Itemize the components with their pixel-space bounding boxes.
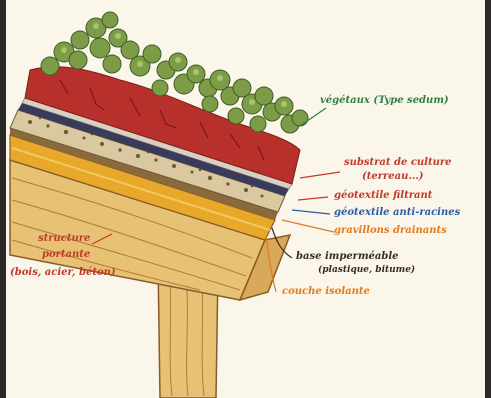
arrow-substrat <box>300 172 340 178</box>
label-geotextile-anti-racines: géotextile anti-racines <box>334 208 460 218</box>
label-gravillons: gravillons drainants <box>334 226 447 236</box>
label-structure-line3: (bois, acier, béton) <box>10 268 116 278</box>
arrow-anti-racines <box>292 210 330 214</box>
label-vegetaux: végétaux (Type sedum) <box>320 96 449 106</box>
left-border <box>0 0 6 398</box>
label-couche-isolante: couche isolante <box>282 287 370 297</box>
label-base-line1: base imperméable <box>296 252 399 262</box>
label-base-line2: (plastique, bitume) <box>318 266 415 275</box>
arrow-gravillons <box>282 220 334 232</box>
label-substrat-line1: substrat de culture <box>344 158 452 168</box>
label-geotextile-filtrant: géotextile filtrant <box>334 191 432 201</box>
right-border <box>485 0 491 398</box>
label-structure-line2: portante <box>42 250 90 260</box>
label-substrat-line2: (terreau...) <box>362 172 424 182</box>
arrow-geotextile-filtrant <box>298 197 328 200</box>
label-structure-line1: structure <box>38 234 90 244</box>
